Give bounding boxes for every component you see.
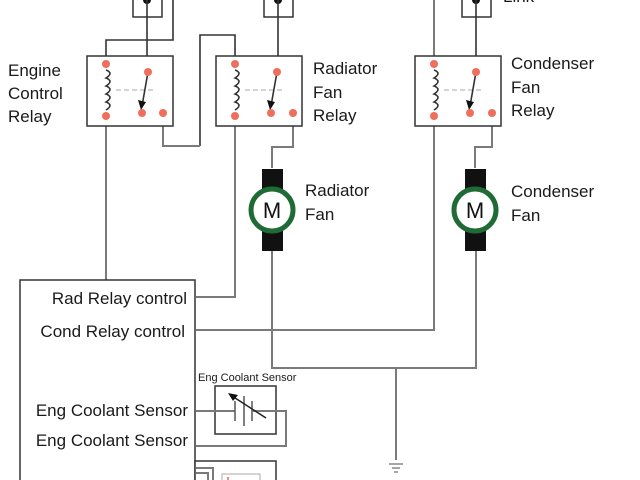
radiator-fan-relay-label: Radiator Fan Relay — [313, 59, 378, 125]
condenser-fan-relay — [414, 55, 502, 127]
ecm-pin-rad-relay: Rad Relay control — [52, 289, 187, 308]
svg-text:Engine: Engine — [8, 61, 61, 80]
svg-text:M: M — [466, 198, 484, 223]
ecm-module: Rad Relay control Cond Relay control Eng… — [19, 279, 196, 480]
coolant-sensor — [196, 385, 287, 447]
ground-icon — [389, 463, 403, 473]
svg-text:Fan: Fan — [313, 83, 342, 102]
ecm-pin-cond-relay: Cond Relay control — [40, 322, 185, 341]
svg-text:Radiator: Radiator — [313, 59, 378, 78]
condenser-fan-relay-label: Condenser Fan Relay — [511, 54, 595, 120]
condenser-fan-label-2: Fan — [511, 206, 540, 225]
svg-text:Condenser: Condenser — [511, 54, 595, 73]
svg-text:Control: Control — [8, 84, 63, 103]
svg-text:Fan: Fan — [511, 78, 540, 97]
svg-text:Relay: Relay — [313, 106, 357, 125]
svg-text:Relay: Relay — [511, 101, 555, 120]
top-partial-label: Link — [503, 0, 535, 6]
sensor-label: Eng Coolant Sensor — [198, 372, 297, 384]
radiator-fan-label-2: Fan — [305, 205, 334, 224]
top-connector-3 — [461, 0, 492, 70]
svg-text:M: M — [263, 198, 281, 223]
svg-text:Relay: Relay — [8, 107, 52, 126]
radiator-fan-relay — [215, 55, 303, 127]
radiator-fan-label-1: Radiator — [305, 181, 370, 200]
condenser-fan-label-1: Condenser — [511, 182, 595, 201]
radiator-fan-motor: M — [248, 169, 296, 251]
engine-control-relay — [86, 55, 174, 127]
bottom-partial-component — [194, 460, 277, 480]
condenser-fan-motor: M — [451, 169, 499, 251]
engine-control-relay-label: Engine Control Relay — [8, 61, 63, 126]
ecm-pin-sensor-2: Eng Coolant Sensor — [36, 431, 188, 450]
ecm-pin-sensor-1: Eng Coolant Sensor — [36, 401, 188, 420]
